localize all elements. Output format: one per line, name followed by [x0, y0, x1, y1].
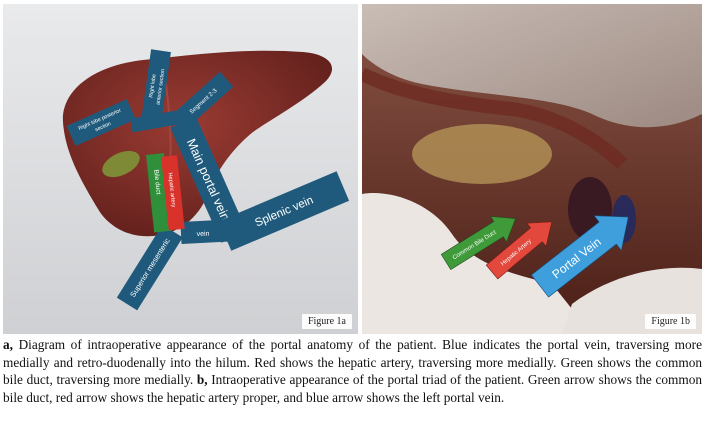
right-lobe-anterior-label: Right lobe [148, 74, 157, 99]
fatty-tissue [412, 124, 552, 184]
caption-b-text: Intraoperative appearance of the portal … [3, 372, 702, 405]
bile-duct-label: Bile duct [152, 169, 162, 195]
figure-caption: a, Diagram of intraoperative appearance … [3, 336, 702, 406]
figure-1a-label: Figure 1a [301, 314, 352, 329]
portal-confluence: vein [180, 219, 230, 244]
hepatic-artery: Hepatic artery [161, 155, 185, 231]
figure-1b-label: Figure 1b [645, 314, 696, 329]
figure-1b-panel: Common Bile Duct Hepatic Artery Portal V… [362, 4, 702, 334]
intraoperative-photo: Common Bile Duct Hepatic Artery Portal V… [362, 4, 702, 334]
caption-a-text: Diagram of intraoperative appearance of … [3, 337, 702, 388]
gauze-left [362, 193, 592, 334]
figure-1a-panel: Right lobe posterior section Right lobe … [3, 4, 358, 334]
caption-a-marker: a, [3, 337, 13, 352]
portal-anatomy-diagram: Right lobe posterior section Right lobe … [3, 4, 358, 334]
gallbladder [102, 150, 140, 178]
anterior-section-label: anterior section [155, 69, 166, 106]
caption-b-marker: b, [196, 372, 208, 388]
hepatic-artery-label: Hepatic artery [167, 172, 177, 207]
right-lobe-anterior-branch: Right lobe anterior section [141, 49, 171, 124]
liver-surface [362, 4, 702, 128]
vein-label: vein [196, 231, 209, 239]
right-lobe-posterior-branch: Right lobe posterior section [66, 99, 136, 147]
tissue-fold [362, 67, 627, 170]
